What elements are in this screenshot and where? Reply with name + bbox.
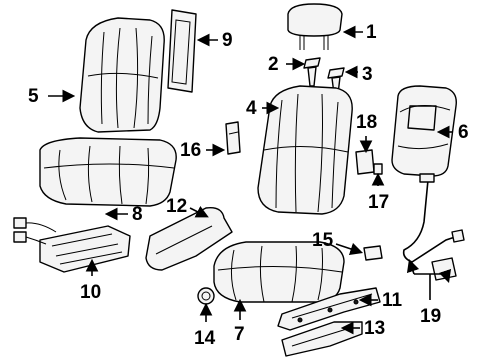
- callout-15: 15: [312, 230, 334, 251]
- callout-14: 14: [194, 328, 216, 349]
- side-trim-11: [277, 287, 381, 331]
- seat-heater-pad: [13, 217, 131, 273]
- headrest: [287, 3, 343, 50]
- callout-8: 8: [132, 204, 143, 225]
- callout-13: 13: [364, 318, 385, 339]
- callout-18: 18: [356, 112, 377, 133]
- callout-12: 12: [166, 196, 187, 217]
- seat-side-panel: [167, 9, 197, 93]
- callout-19: 19: [420, 306, 441, 327]
- headrest-guide-2: [303, 57, 321, 87]
- seat-cushion: [213, 241, 345, 303]
- callout-2: 2: [268, 54, 279, 75]
- seat-back-frame: [391, 85, 457, 177]
- knob-17: [373, 163, 383, 175]
- callout-7: 7: [234, 324, 245, 345]
- callout-5: 5: [28, 86, 39, 107]
- callout-11: 11: [382, 290, 403, 311]
- trim-piece-16: [225, 121, 241, 155]
- callout-9: 9: [222, 30, 233, 51]
- callout-16: 16: [180, 140, 201, 161]
- callout-3: 3: [362, 64, 373, 85]
- knob-14: [197, 287, 215, 305]
- seat-cushion-cover-left: [39, 137, 177, 207]
- callout-labels: 1 2 3 4 5 6 7 8 9 10 11 12 13 14 15 16 1…: [28, 22, 469, 349]
- leader-lines: [48, 25, 452, 335]
- switch-cover-18: [355, 149, 375, 175]
- callout-6: 6: [458, 122, 469, 143]
- callout-17: 17: [368, 192, 389, 213]
- callout-4: 4: [246, 98, 257, 119]
- seat-back-cover-left: [79, 17, 165, 133]
- clip-15: [363, 245, 383, 261]
- seatbelt-buckle: [402, 173, 465, 281]
- callout-10: 10: [80, 282, 101, 303]
- callout-1: 1: [366, 22, 377, 43]
- side-shield: [145, 207, 233, 271]
- seat-back: [257, 85, 353, 215]
